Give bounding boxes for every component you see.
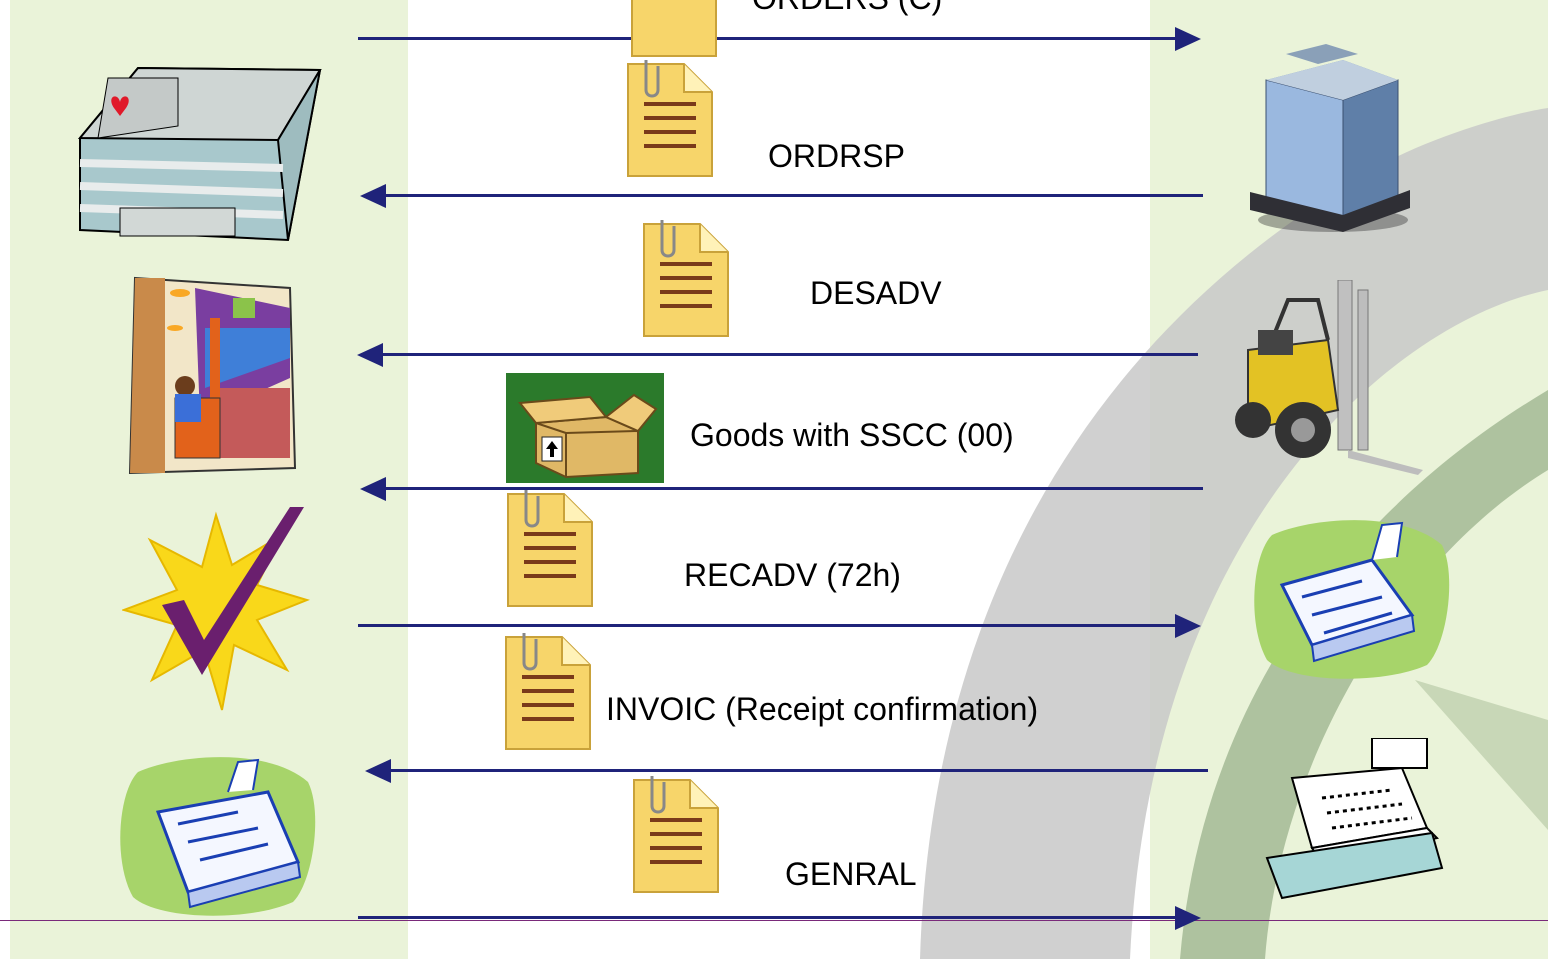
message-label-goods: Goods with SSCC (00): [690, 417, 1014, 453]
office-building-icon: [1250, 44, 1410, 232]
message-label-genral: GENRAL: [785, 856, 917, 892]
warehouse-forklift-icon: [128, 276, 297, 475]
message-label-ordrsp: ORDRSP: [768, 138, 905, 174]
document-icon: [627, 60, 713, 177]
message-label-desadv: DESADV: [810, 275, 942, 311]
cash-register-icon: [1265, 738, 1444, 900]
adding-machine-icon: [120, 757, 316, 916]
message-label-invoic: INVOIC (Receipt confirmation): [606, 691, 1039, 727]
forklift-icon: [1235, 280, 1423, 475]
hospital-building-icon: [78, 66, 322, 242]
bottom-divider: [0, 920, 1548, 921]
adding-machine-icon: [1254, 520, 1450, 679]
document-icon: [631, 0, 717, 57]
document-icon: [633, 776, 719, 893]
goods-box-icon: [506, 373, 664, 483]
document-icon: [505, 633, 591, 750]
document-icon: [507, 490, 593, 607]
document-icon: [643, 220, 729, 337]
checkmark-starburst-icon: [122, 507, 310, 711]
message-label-orders: ORDERS (C): [752, 0, 942, 14]
message-label-recadv: RECADV (72h): [684, 557, 901, 593]
